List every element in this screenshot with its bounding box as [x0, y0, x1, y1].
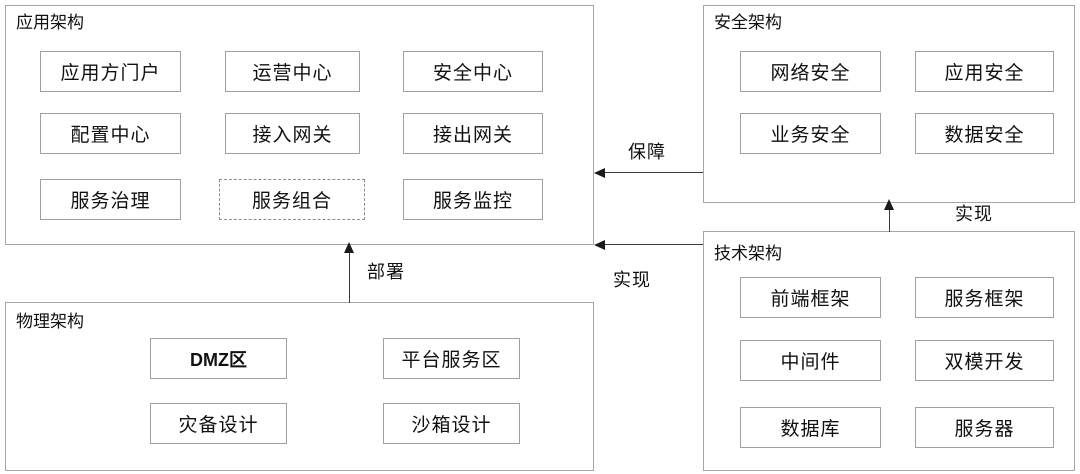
- node-config-center[interactable]: 配置中心: [40, 113, 181, 154]
- panel-title-security-architecture: 安全架构: [714, 13, 782, 32]
- node-frontend-framework[interactable]: 前端框架: [740, 277, 881, 318]
- node-service-composition[interactable]: 服务组合: [219, 179, 365, 220]
- node-dual-mode-development[interactable]: 双模开发: [915, 340, 1054, 381]
- connector-technology-to-application-arrow: [594, 240, 605, 250]
- node-egress-gateway[interactable]: 接出网关: [403, 113, 543, 154]
- connector-security-to-application-arrow: [594, 168, 605, 178]
- connector-technology-to-application-line: [604, 244, 703, 245]
- node-application-portal[interactable]: 应用方门户: [40, 51, 181, 92]
- node-operation-center[interactable]: 运营中心: [225, 51, 360, 92]
- node-business-security[interactable]: 业务安全: [740, 113, 881, 154]
- node-data-security[interactable]: 数据安全: [915, 113, 1054, 154]
- connector-technology-to-security-arrow: [884, 199, 894, 210]
- node-disaster-recovery-design[interactable]: 灾备设计: [150, 403, 287, 444]
- panel-physical-architecture: [5, 302, 594, 471]
- node-service-monitoring[interactable]: 服务监控: [403, 179, 543, 220]
- node-dmz-zone[interactable]: DMZ区: [150, 338, 287, 379]
- connector-label-security-to-application: 保障: [628, 142, 666, 162]
- node-ingress-gateway[interactable]: 接入网关: [225, 113, 360, 154]
- node-service-framework[interactable]: 服务框架: [915, 277, 1054, 318]
- connector-label-technology-to-security: 实现: [955, 204, 993, 224]
- connector-technology-to-security-line: [889, 210, 890, 232]
- node-server[interactable]: 服务器: [915, 407, 1054, 448]
- connector-physical-to-application-line: [349, 253, 350, 303]
- node-security-center[interactable]: 安全中心: [403, 51, 543, 92]
- panel-security-architecture: [703, 5, 1075, 203]
- panel-title-technology-architecture: 技术架构: [714, 244, 782, 263]
- node-sandbox-design[interactable]: 沙箱设计: [383, 403, 520, 444]
- panel-title-physical-architecture: 物理架构: [16, 312, 84, 331]
- node-database[interactable]: 数据库: [740, 407, 881, 448]
- node-service-governance[interactable]: 服务治理: [40, 179, 181, 220]
- node-network-security[interactable]: 网络安全: [740, 51, 881, 92]
- connector-physical-to-application-arrow: [344, 242, 354, 253]
- node-middleware[interactable]: 中间件: [740, 340, 881, 381]
- node-application-security[interactable]: 应用安全: [915, 51, 1054, 92]
- node-platform-service-zone[interactable]: 平台服务区: [383, 338, 520, 379]
- connector-label-physical-to-application: 部署: [367, 262, 405, 282]
- connector-security-to-application-line: [604, 172, 703, 173]
- panel-title-application-architecture: 应用架构: [16, 13, 84, 32]
- connector-label-technology-to-application: 实现: [613, 270, 651, 290]
